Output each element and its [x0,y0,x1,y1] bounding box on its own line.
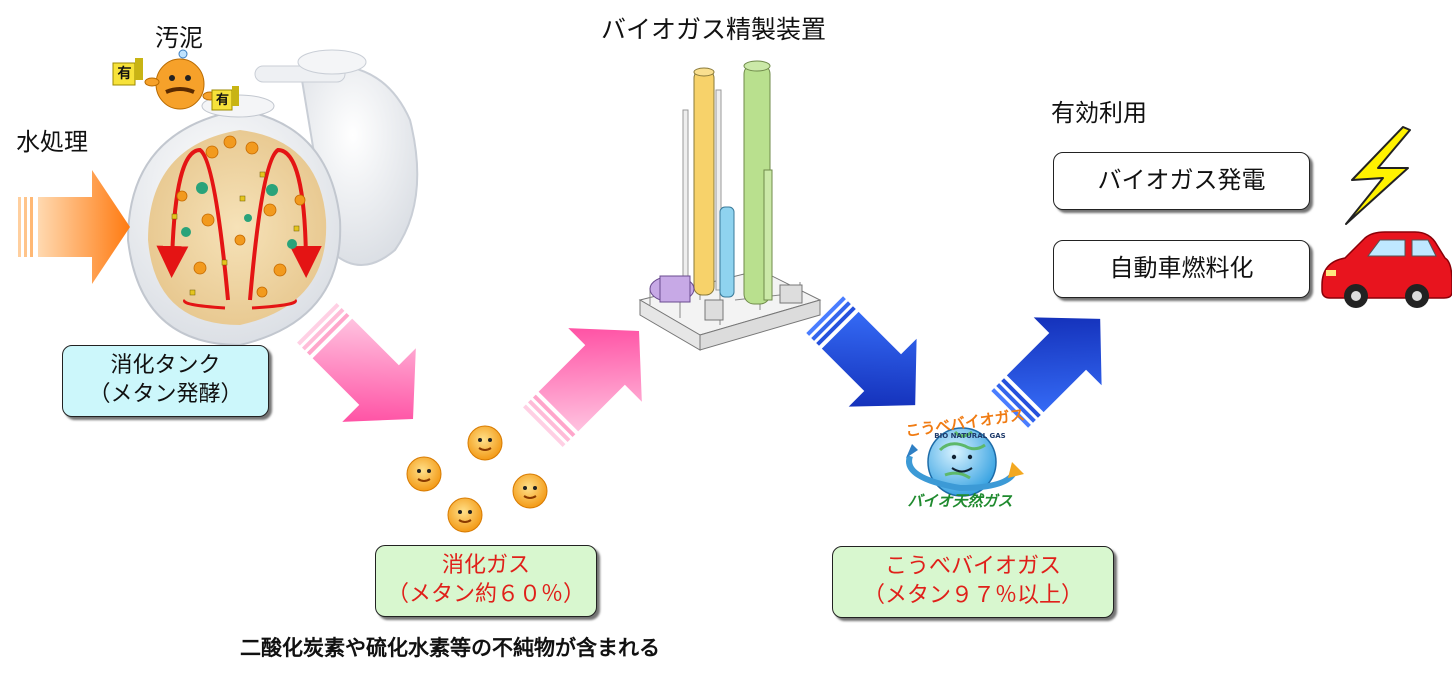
kobe-biogas-title: こうべバイオガス [884,554,1061,580]
digestion-tank-box: 消化タンク （メタン発酵） [62,345,269,417]
digestion-gas-blobs [406,425,548,533]
kobe-biogas-subtitle: （メタン９７％以上） [862,583,1083,608]
organic-badge-right-text: 有 [215,93,229,108]
car-icon [1321,231,1452,308]
digestion-tank-subtitle: （メタン発酵） [88,382,243,407]
kobe-biogas-box: こうべバイオガス （メタン９７％以上） [832,546,1114,618]
power-generation-label: バイオガス発電 [1097,166,1266,195]
vehicle-fuel-box: 自動車燃料化 [1053,240,1310,298]
water-treatment-label: 水処理 [16,128,88,156]
kobe-biogas-logo [906,427,1024,497]
effective-use-label: 有効利用 [1051,99,1147,127]
sludge-label: 汚泥 [155,24,203,52]
pink-arrow-down [297,303,416,422]
digestion-tank-illustration [126,49,419,347]
logo-ring-text: BIO NATURAL GAS [934,432,1006,440]
refining-unit-title: バイオガス精製装置 [601,15,827,44]
organic-badge-right [211,86,239,111]
blue-arrow-down [806,296,917,407]
organic-badge-left [112,58,143,86]
power-generation-box: バイオガス発電 [1053,152,1310,210]
impurities-note: 二酸化炭素や硫化水素等の不純物が含まれる [240,636,660,660]
digestion-gas-title: 消化ガス [441,553,530,579]
logo-bottom-text: バイオ天然ガス [907,492,1013,510]
refining-unit-illustration [638,60,822,351]
digestion-gas-subtitle: （メタン約６０％） [386,582,585,607]
digestion-tank-title: 消化タンク [110,353,221,379]
pink-arrow-up [523,328,642,447]
blue-arrow-up [991,317,1102,428]
organic-badge-left-text: 有 [117,66,132,82]
lightning-icon [1345,126,1411,225]
water-inflow-arrow [18,170,130,284]
digestion-gas-box: 消化ガス （メタン約６０％） [375,545,597,617]
vehicle-fuel-label: 自動車燃料化 [1109,254,1254,283]
